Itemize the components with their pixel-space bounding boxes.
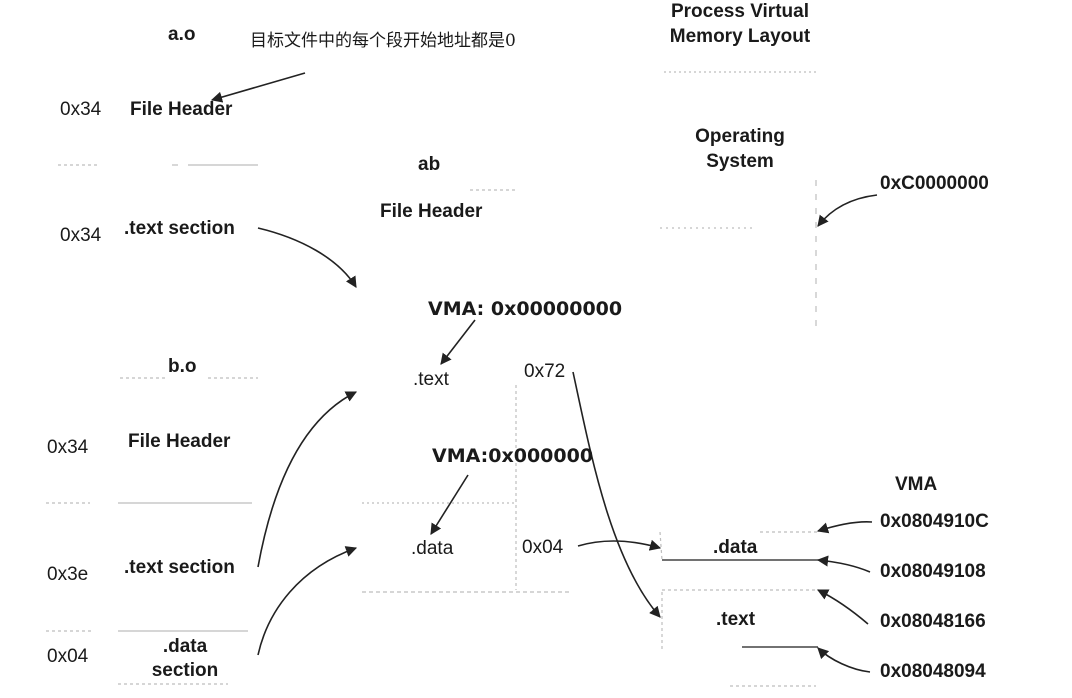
ab-text-to-mem-arrow: [572, 371, 661, 618]
ao-text-label: .text section: [124, 218, 235, 239]
solid-box-edges: [662, 559, 818, 648]
mem-address-1: 0x08049108: [880, 561, 986, 582]
bo-text-offset: 0x3e: [47, 564, 89, 585]
mem-address-0: 0x0804910C: [880, 511, 989, 532]
mem-title-line2: Memory Layout: [669, 26, 811, 47]
ao-text-offset: 0x34: [60, 225, 102, 246]
mem-os-address: 0xC0000000: [880, 173, 989, 194]
ao-header-label: File Header: [130, 99, 233, 120]
bo-text-arrow: [257, 391, 358, 568]
addr2-arrow: [816, 589, 869, 625]
addr1-arrow: [816, 555, 871, 573]
text-vma-arrow: [440, 319, 476, 365]
ab-file-header: File Header: [380, 201, 483, 222]
mem-address-3: 0x08048094: [880, 661, 986, 682]
bo-header-offset: 0x34: [47, 437, 89, 458]
mem-vma-header: VMA: [895, 474, 938, 495]
addr0-arrow: [816, 521, 873, 534]
ab-data-label: .data: [411, 538, 454, 559]
ab-text-vma: VMA: 0x00000000: [428, 298, 623, 320]
bo-header-label: File Header: [128, 431, 231, 452]
mem-data-label: .data: [713, 537, 758, 558]
ab-data-to-mem-arrow: [577, 539, 662, 551]
bo-data-offset: 0x04: [47, 646, 89, 667]
bo-text-label: .text section: [124, 557, 235, 578]
data-vma-arrow: [430, 474, 469, 535]
mem-title-line1: Process Virtual: [670, 1, 809, 22]
addr3-arrow: [817, 647, 871, 673]
annotation-arrow: [210, 72, 306, 103]
bo-data-label: .data section: [151, 636, 219, 681]
arrows: [210, 72, 878, 673]
ab-title: ab: [418, 154, 441, 175]
mem-os-line1: Operating: [695, 126, 785, 147]
ab-data-size: 0x04: [522, 537, 564, 558]
ab-data-vma: VMA:0x000000: [432, 445, 594, 467]
bo-title: b.o: [168, 356, 197, 377]
ao-header-offset: 0x34: [60, 99, 102, 120]
ao-title: a.o: [168, 24, 196, 45]
bo-data-arrow: [257, 546, 358, 656]
mem-text-label: .text: [716, 609, 756, 630]
annotation-cn: 目标文件中的每个段开始地址都是0: [250, 31, 516, 51]
os-addr-arrow: [817, 194, 878, 227]
ab-text-label: .text: [413, 369, 449, 390]
mem-os-line2: System: [706, 151, 774, 172]
mem-address-2: 0x08048166: [880, 611, 986, 632]
mem-data-left: [659, 531, 663, 561]
ab-text-size: 0x72: [524, 361, 566, 382]
ao-text-arrow: [257, 227, 357, 288]
